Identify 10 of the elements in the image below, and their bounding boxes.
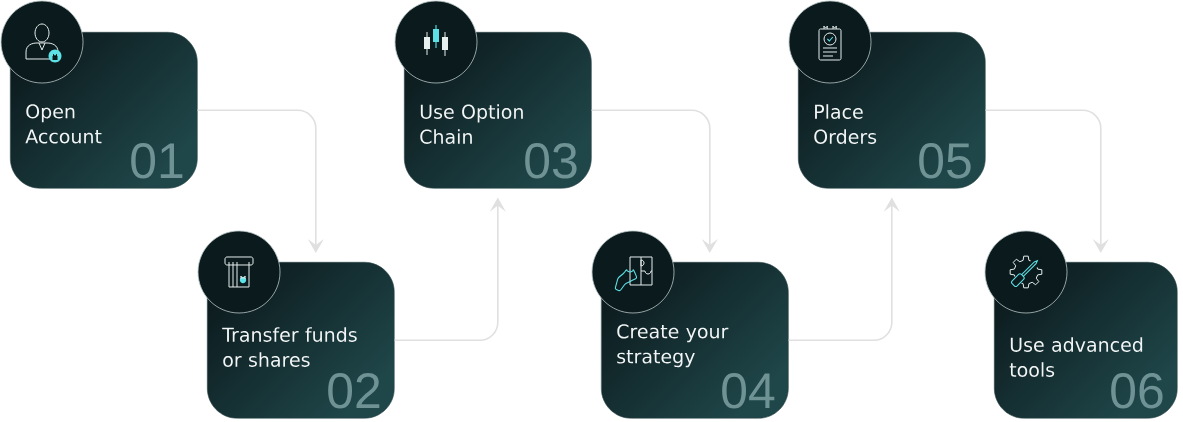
step-title: Transfer funds or shares	[222, 327, 357, 367]
step-number: 03	[525, 143, 577, 179]
step-number: 05	[919, 143, 971, 179]
step-title: Create your strategy	[617, 324, 729, 368]
step-number: 01	[131, 143, 183, 179]
step-title: Open Account	[25, 104, 102, 144]
step-title: Use Option Chain	[420, 104, 523, 144]
step-title: Place Orders	[814, 104, 877, 144]
step-number: 02	[328, 373, 380, 409]
step-number: 04	[722, 373, 775, 409]
